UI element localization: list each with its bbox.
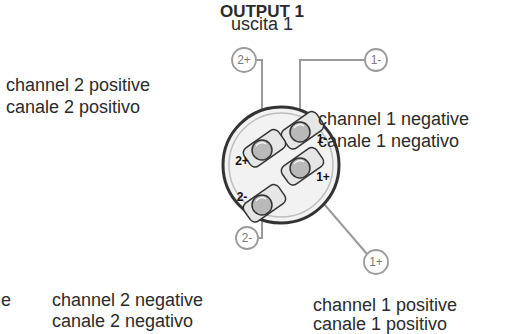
pin-label: 2- xyxy=(237,191,248,203)
pin-screw xyxy=(290,122,310,142)
callout-ring xyxy=(364,250,388,274)
pin-screws xyxy=(252,122,310,215)
description-label: channel 1 positive xyxy=(313,296,457,314)
pin-slots xyxy=(241,109,326,224)
highlight xyxy=(294,161,304,164)
pin-screw xyxy=(252,140,272,160)
description-label: e xyxy=(1,291,11,309)
description-label: canale 2 positivo xyxy=(6,98,140,116)
description-label: channel 2 positive xyxy=(6,76,150,94)
callout-circle: 2- xyxy=(235,226,259,250)
pin-slot xyxy=(241,182,288,224)
description-label: canale 1 positivo xyxy=(313,315,447,333)
screw-highlights xyxy=(256,125,304,201)
description-label: canale 1 negativo xyxy=(318,132,459,150)
highlight xyxy=(294,125,304,128)
pin-label: 1- xyxy=(317,133,328,145)
pin-screw xyxy=(290,158,310,178)
pin-label: 1+ xyxy=(316,171,330,183)
callout-circle: 2+ xyxy=(231,47,257,73)
description-label: uscita 1 xyxy=(231,15,293,33)
pin-label: 2+ xyxy=(235,155,249,167)
callout-ring xyxy=(236,227,258,249)
description-label: canale 2 negativo xyxy=(52,312,193,330)
description-label: channel 1 negative xyxy=(318,110,469,128)
callout-ring xyxy=(365,49,387,71)
callout-ring xyxy=(232,48,256,72)
callout-number: 1+ xyxy=(363,249,389,275)
callout-circle: 1- xyxy=(364,48,388,72)
callout-number: 1- xyxy=(364,48,388,72)
callout-circle: 1+ xyxy=(363,249,389,275)
callout-number: 2- xyxy=(235,226,259,250)
highlight xyxy=(256,143,266,146)
pin-screw xyxy=(252,195,272,215)
callout-number: 2+ xyxy=(231,47,257,73)
description-label: channel 2 negative xyxy=(52,291,203,309)
highlight xyxy=(256,198,266,201)
